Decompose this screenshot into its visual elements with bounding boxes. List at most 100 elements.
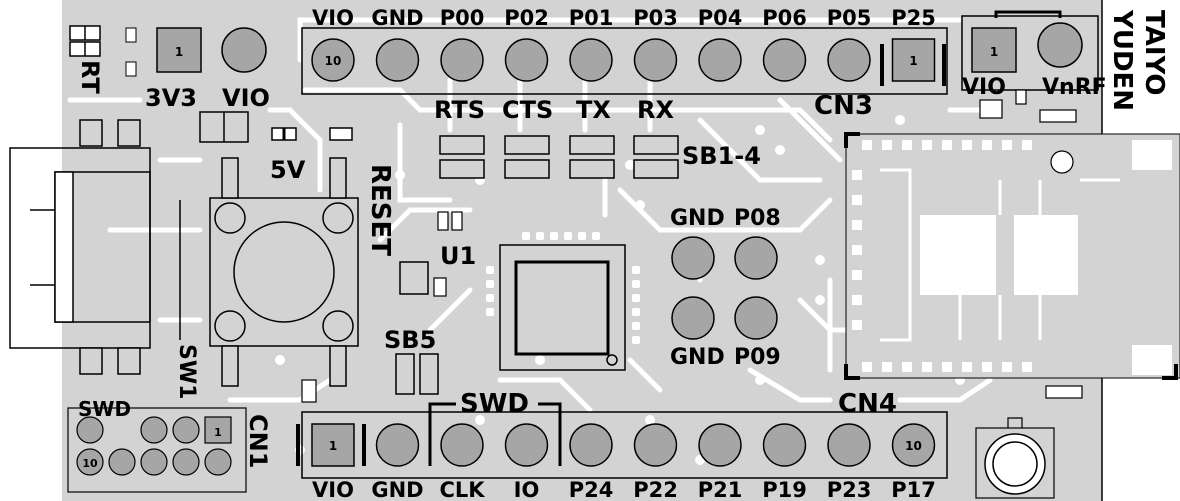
cn4-pad xyxy=(762,423,807,467)
cn4-last-pad-number: 10 xyxy=(905,439,922,453)
cn4-pin-label: P19 xyxy=(762,478,807,501)
rf-connector-outline xyxy=(975,427,1055,499)
cn4-pin-label: P21 xyxy=(698,478,743,501)
label-rts: RTS xyxy=(434,96,485,124)
label-cts: CTS xyxy=(502,96,553,124)
jumper-vio-round-pad xyxy=(221,27,267,73)
swd-bracket xyxy=(428,402,562,466)
testpad-p08 xyxy=(734,236,778,280)
cn3-first-pad-number: 10 xyxy=(325,54,342,68)
solder-bridge-sb5-b xyxy=(419,353,439,395)
cn4-pad xyxy=(375,423,420,467)
cn3-pin-label: P03 xyxy=(633,6,678,30)
copper-traces xyxy=(67,17,1003,413)
label-cn1: CN1 xyxy=(244,414,272,468)
mcu-pin1-marker xyxy=(606,354,618,366)
label-u1: U1 xyxy=(440,242,476,270)
cn4-pad xyxy=(440,423,484,467)
cn3-pad xyxy=(827,38,871,82)
cn3-pad xyxy=(440,38,484,82)
label-p09: P09 xyxy=(734,345,781,370)
mcu-chip-outline xyxy=(499,244,626,371)
solder-bridges-sb1-4 xyxy=(439,135,679,179)
cn4-pin-label: GND xyxy=(371,478,423,501)
cn3-pin-label: P02 xyxy=(504,6,549,30)
mcu-chip-body xyxy=(514,260,610,356)
rf-module-castellated-pads xyxy=(852,140,1032,372)
label-sb5: SB5 xyxy=(384,326,436,354)
solder-bridge-sb5-a xyxy=(395,353,415,395)
cn4-first-pad-number: 1 xyxy=(329,439,337,453)
cn3-header-outline xyxy=(301,27,948,95)
cn1-first-pad-number: 1 xyxy=(214,426,222,439)
reset-switch-outline xyxy=(209,197,359,347)
cn4-pin-label: P24 xyxy=(569,478,614,501)
cn3-pad xyxy=(311,38,355,82)
cn4-pin-label: P22 xyxy=(633,478,678,501)
cn4-pin-label: VIO xyxy=(312,478,354,501)
cn4-pad xyxy=(569,423,613,467)
cn3-pad xyxy=(375,38,420,82)
rf-connector-outer xyxy=(984,433,1046,495)
cn3-pad xyxy=(762,38,807,82)
cn4-pad xyxy=(891,423,936,467)
cn3-pad xyxy=(569,38,613,82)
cn3-pad-square xyxy=(891,38,936,82)
cn1-header-outline xyxy=(67,407,247,493)
label-taiyo: TAIYO xyxy=(1139,10,1169,96)
label-5v: 5V xyxy=(270,156,306,184)
jumper-vnrf-round-pad xyxy=(1037,22,1083,68)
label-vio-top-left: VIO xyxy=(222,84,270,112)
cn4-pad xyxy=(698,423,742,467)
cn3-pin-label: GND xyxy=(371,6,423,30)
cn3-last-pad-number: 1 xyxy=(909,54,917,68)
testpad-gnd-b xyxy=(671,296,715,340)
label-vio-right: VIO xyxy=(962,75,1006,100)
testpad-p09 xyxy=(734,296,778,340)
label-cn3: CN3 xyxy=(814,91,873,121)
label-gnd-b: GND xyxy=(670,345,725,370)
label-gnd-a: GND xyxy=(670,206,725,231)
cn4-pin-label: CLK xyxy=(439,478,485,501)
jumper-vio-vnrf-square-pad xyxy=(971,27,1017,73)
cn3-pad xyxy=(698,38,742,82)
label-sb1-4: SB1-4 xyxy=(682,142,761,170)
label-swd-center: SWD xyxy=(460,389,529,419)
cn3-pin-label: P00 xyxy=(440,6,485,30)
cn3-pin-label: P05 xyxy=(827,6,872,30)
label-reset: RESET xyxy=(365,164,395,256)
cn4-pin-label: IO xyxy=(514,478,540,501)
cn4-header-outline xyxy=(301,411,948,479)
cn1-pin1-square-pad xyxy=(204,416,232,444)
mcu-pin-pads xyxy=(486,232,640,344)
cn3-pin-label: P06 xyxy=(762,6,807,30)
cn3-pad xyxy=(504,38,549,82)
cn4-pad xyxy=(504,423,549,467)
cn3-pad xyxy=(633,38,678,82)
rf-module-outline xyxy=(845,133,1180,379)
label-3v3: 3V3 xyxy=(145,84,197,112)
vias xyxy=(275,115,965,465)
jumper-3v3-square-pad xyxy=(156,27,202,73)
label-sw1: SW1 xyxy=(174,344,199,399)
label-cn4: CN4 xyxy=(838,389,897,419)
label-tx: TX xyxy=(576,96,611,124)
cn3-pin-label: P25 xyxy=(891,6,936,30)
cn4-pin-label: P23 xyxy=(827,478,872,501)
cn4-pad xyxy=(633,423,678,467)
cn3-pin-label: P04 xyxy=(698,6,743,30)
rf-module-corner-marks xyxy=(844,132,1178,380)
label-p08: P08 xyxy=(734,206,781,231)
reset-button-circle xyxy=(233,221,335,323)
cn3-pin-label: P01 xyxy=(569,6,614,30)
jumper-top-right-pad-number: 1 xyxy=(990,45,998,59)
jumper-top-left-pad-number: 1 xyxy=(175,45,183,59)
rf-connector-inner xyxy=(992,441,1038,487)
cn4-pad-square xyxy=(311,423,355,467)
cn1-last-pad-number: 10 xyxy=(82,457,98,470)
cn4-pad xyxy=(827,423,871,467)
label-vnrf: VnRF xyxy=(1042,75,1107,100)
